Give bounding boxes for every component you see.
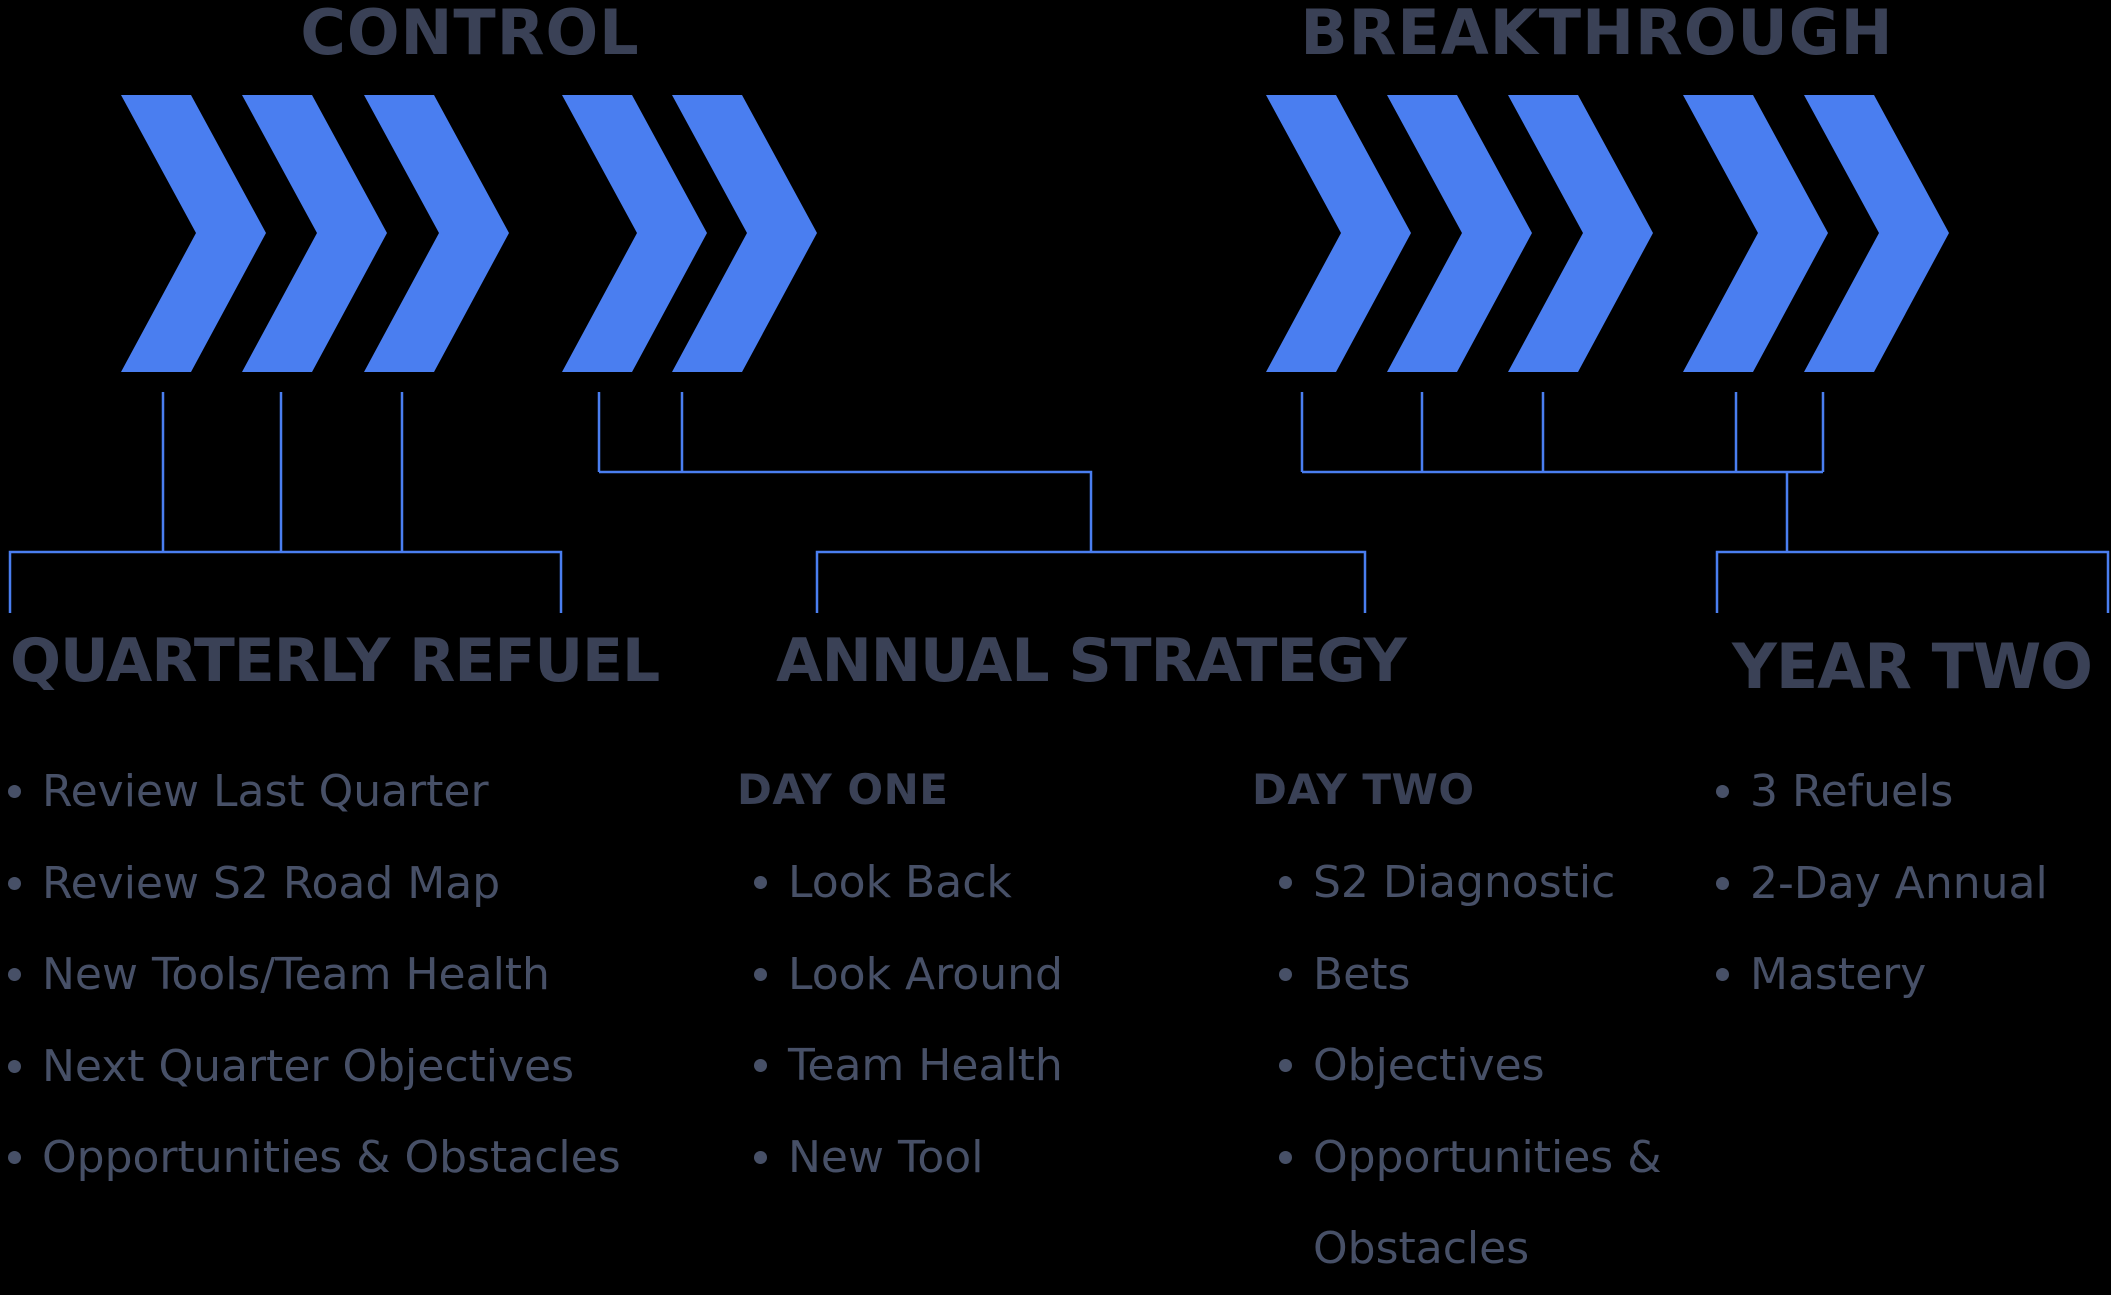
quarterly-connector [8, 392, 563, 613]
bullet-item: Look Around [754, 929, 1184, 1021]
bullet-item: 2-Day Annual [1716, 838, 2106, 930]
connector-bracket [815, 550, 1367, 613]
bullet-item: Next Quarter Objectives [8, 1021, 698, 1113]
day-two-bullet-list: S2 Diagnostic Bets Objectives Opportunit… [1279, 837, 1699, 1295]
bullet-item: Review Last Quarter [8, 746, 698, 838]
day-two-heading: DAY TWO [1252, 765, 1475, 814]
chevron-right-icon [562, 95, 707, 372]
chevron-right-icon [672, 95, 817, 372]
chevron-right-icon [1387, 95, 1532, 372]
chevron-right-icon [121, 95, 266, 372]
section-title-quarterly-refuel: QUARTERLY REFUEL [10, 626, 660, 696]
day-one-heading: DAY ONE [737, 765, 949, 814]
bullet-item: Team Health [754, 1020, 1184, 1112]
connector-elbow [599, 470, 1093, 552]
annual-connector [597, 392, 1367, 613]
yeartwo-connector [1300, 392, 2110, 613]
section-title-year-two: YEAR TWO [1732, 630, 2093, 703]
chevron-right-icon [1683, 95, 1828, 372]
day-one-bullet-list: Look Back Look Around Team Health New To… [754, 837, 1184, 1203]
bullet-item: New Tool [754, 1112, 1184, 1204]
bullet-item: Look Back [754, 837, 1184, 929]
quarterly-refuel-bullet-list: Review Last Quarter Review S2 Road Map N… [8, 746, 698, 1204]
phase-title-breakthrough: BREAKTHROUGH [1300, 0, 1894, 69]
bullet-item: S2 Diagnostic [1279, 837, 1699, 929]
connector-bracket [1715, 550, 2110, 613]
chevron-right-icon [1508, 95, 1653, 372]
bullet-item: Bets [1279, 929, 1699, 1021]
section-title-annual-strategy: ANNUAL STRATEGY [776, 626, 1407, 696]
bullet-item: Objectives [1279, 1020, 1699, 1112]
bullet-item: 3 Refuels [1716, 746, 2106, 838]
phase-title-control: CONTROL [300, 0, 640, 69]
bullet-item: Opportunities & Obstacles [8, 1112, 698, 1204]
bullet-item: Mastery [1716, 929, 2106, 1021]
chevron-right-icon [1804, 95, 1949, 372]
connector-bracket [8, 550, 563, 613]
bullet-item: Opportunities & Obstacles [1279, 1112, 1699, 1295]
chevron-right-icon [1266, 95, 1411, 372]
bullet-item: Review S2 Road Map [8, 838, 698, 930]
bullet-item: New Tools/Team Health [8, 929, 698, 1021]
chevron-right-icon [242, 95, 387, 372]
control-chevron-group [121, 95, 817, 372]
year-two-bullet-list: 3 Refuels 2-Day Annual Mastery [1716, 746, 2106, 1021]
chevron-right-icon [364, 95, 509, 372]
breakthrough-chevron-group [1266, 95, 1949, 372]
